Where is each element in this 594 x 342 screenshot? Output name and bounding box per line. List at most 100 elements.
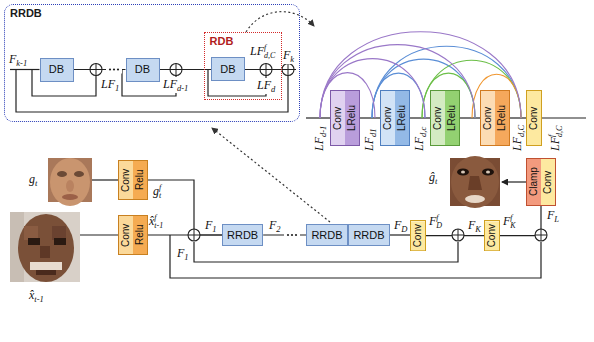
signal-name: 1	[115, 84, 119, 93]
signal-label: F2	[268, 218, 282, 234]
face-gt	[62, 194, 78, 200]
signal-name: g	[153, 184, 159, 198]
wire	[10, 69, 40, 70]
script-stack: ft-1	[154, 214, 163, 230]
signal-name: F	[283, 48, 290, 62]
signal-name: f	[159, 184, 161, 192]
zoom-arrow	[246, 12, 314, 32]
signal-name: k	[290, 55, 294, 64]
sum-symbol	[90, 64, 102, 76]
wire	[306, 117, 330, 118]
node-text: LRelu	[345, 91, 359, 145]
node-text: Relu	[133, 216, 147, 254]
node-text: Conv	[381, 91, 395, 145]
ellipsis-dot	[295, 234, 297, 236]
signal-label: LFfd,C	[249, 44, 276, 60]
face-ghat	[461, 171, 465, 174]
node-text: Conv	[119, 216, 133, 254]
signal-name: LF	[257, 78, 271, 92]
node-text: LRelu	[495, 91, 509, 145]
ellipsis-gap	[284, 231, 300, 239]
node-text: RRDB	[10, 7, 42, 20]
signal-name: F	[503, 214, 510, 228]
signal-name: F	[429, 214, 436, 228]
dense-block-box: DB	[40, 58, 74, 82]
conv-box: Conv	[484, 220, 500, 251]
sum-symbol	[170, 64, 182, 76]
sum-symbol	[452, 229, 464, 241]
script-stack: fK	[510, 214, 515, 230]
node-text: Conv	[485, 221, 499, 250]
face-ghat	[486, 171, 490, 174]
ellipsis-dot	[117, 68, 119, 70]
conv-lrelu-box: ConvLRelu	[330, 90, 360, 146]
signal-label: LFd-1	[312, 125, 328, 152]
connector	[360, 117, 380, 118]
signal-name: d	[271, 85, 275, 94]
signal-name: x̂	[29, 288, 34, 302]
connector	[390, 234, 410, 235]
signal-name: 1	[212, 225, 216, 234]
sum-symbol	[535, 229, 547, 241]
signal-name: t-1	[34, 295, 43, 304]
output-arrow	[502, 181, 526, 182]
node-text: DB	[135, 63, 150, 76]
sum-symbol	[452, 229, 464, 241]
signal-label: LFfd,C	[548, 125, 564, 152]
signal-name: D	[436, 222, 442, 230]
signal-label: FfD	[428, 214, 443, 230]
signal-name: t-1	[154, 222, 163, 230]
sum-symbol	[188, 229, 200, 241]
script-stack: fd,C	[264, 44, 275, 60]
script-stack: ft	[159, 184, 161, 200]
signal-name: 2	[276, 225, 280, 234]
face-gt	[50, 158, 90, 206]
clamp-conv-box: ClampConv	[526, 158, 556, 206]
signal-name: ĝ	[429, 170, 435, 184]
node-text: RDB	[210, 35, 234, 48]
face-xhat	[30, 262, 62, 270]
node-text: Relu	[133, 161, 147, 199]
signal-name: d-1	[319, 126, 328, 137]
node-text: LRelu	[445, 91, 459, 145]
wire	[92, 179, 118, 180]
rrdb-box: RRDB	[222, 224, 263, 246]
signal-name: LF	[101, 77, 115, 91]
signal-name: f	[548, 126, 556, 137]
signal-label: LFd,C	[510, 124, 526, 152]
sum-symbol	[188, 229, 200, 241]
node-text: RRDB	[353, 229, 384, 242]
zoom-arrow	[212, 128, 330, 222]
node-text: Conv	[119, 161, 133, 199]
signal-name: LF	[250, 44, 264, 58]
conv-relu-box: ConvRelu	[118, 215, 148, 255]
ellipsis-dot	[291, 234, 293, 236]
signal-name: F	[394, 218, 401, 232]
wire	[80, 234, 118, 235]
conv-relu-box: ConvRelu	[118, 160, 148, 200]
signal-name: LF	[312, 137, 326, 151]
signal-label: gft	[152, 184, 162, 200]
face-xhat	[40, 246, 50, 258]
ellipsis-gap	[106, 66, 122, 74]
signal-label: LFd	[256, 78, 276, 94]
signal-name: f	[436, 214, 442, 222]
signal-name: L	[554, 215, 559, 224]
signal-name: LF	[362, 137, 376, 151]
connector	[148, 180, 222, 235]
signal-name: D	[401, 225, 407, 234]
rrdb-block: RRDBDBDBRDBDB	[4, 4, 300, 122]
signal-name: g	[29, 172, 35, 186]
signal-name: F	[468, 218, 475, 232]
wire	[542, 117, 586, 118]
signal-label: LFd,c	[412, 126, 428, 152]
signal-name: K	[475, 225, 481, 234]
face-xhat	[36, 270, 56, 275]
signal-label: gt	[28, 172, 38, 188]
signal-name: d-1	[177, 84, 188, 93]
signal-label: F1	[176, 246, 190, 262]
script-stack: fd,C	[548, 126, 564, 137]
face-ghat	[457, 169, 469, 176]
signal-name: t	[435, 177, 437, 186]
